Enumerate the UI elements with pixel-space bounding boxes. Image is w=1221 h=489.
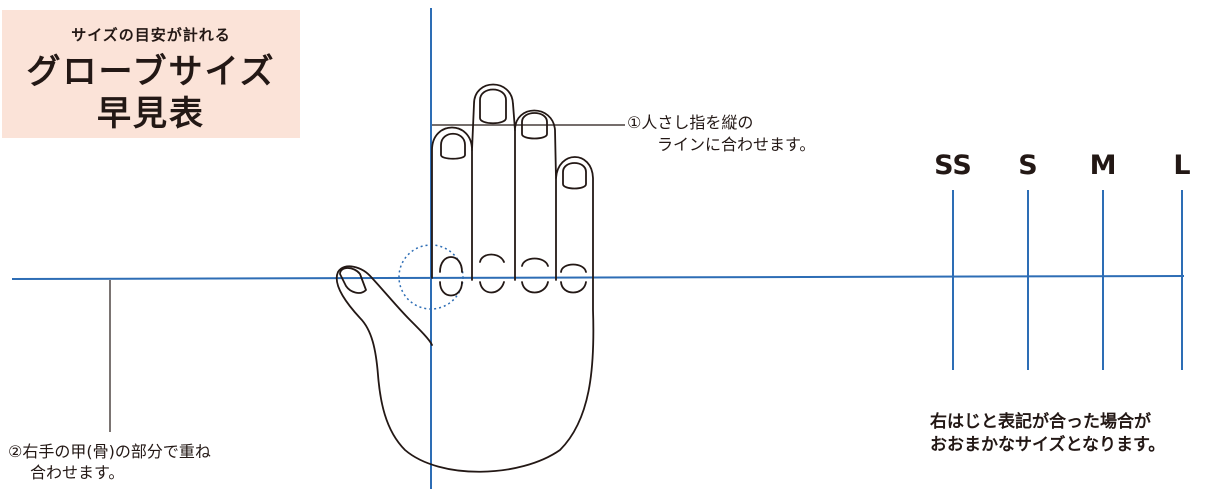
horizontal-guide-line — [11, 275, 1185, 280]
title-line-1: グローブサイズ — [26, 52, 276, 92]
step2-text-line-2: 合わせます。 — [30, 463, 125, 482]
step1-text-line-2: ラインに合わせます。 — [657, 135, 816, 154]
title-line-2: 早見表 — [97, 94, 205, 134]
step2-text-line-1: ②右手の甲(骨)の部分で重ね — [8, 442, 211, 461]
size-label-m: M — [1089, 150, 1117, 181]
size-note-line-1: 右はじと表記が合った場合が — [930, 412, 1151, 432]
title-panel: サイズの目安が計れる グローブサイズ 早見表 — [2, 10, 300, 138]
title-subtitle: サイズの目安が計れる — [71, 26, 231, 44]
size-label-l: L — [1173, 150, 1191, 181]
size-label-s: S — [1018, 150, 1038, 181]
size-note-line-2: おおまかなサイズとなります。 — [930, 435, 1166, 455]
size-label-ss: SS — [934, 150, 972, 181]
knuckle-dotted-circle — [398, 244, 464, 310]
hand-illustration — [335, 83, 595, 473]
step1-text-line-1: ①人さし指を縦の — [627, 113, 754, 132]
